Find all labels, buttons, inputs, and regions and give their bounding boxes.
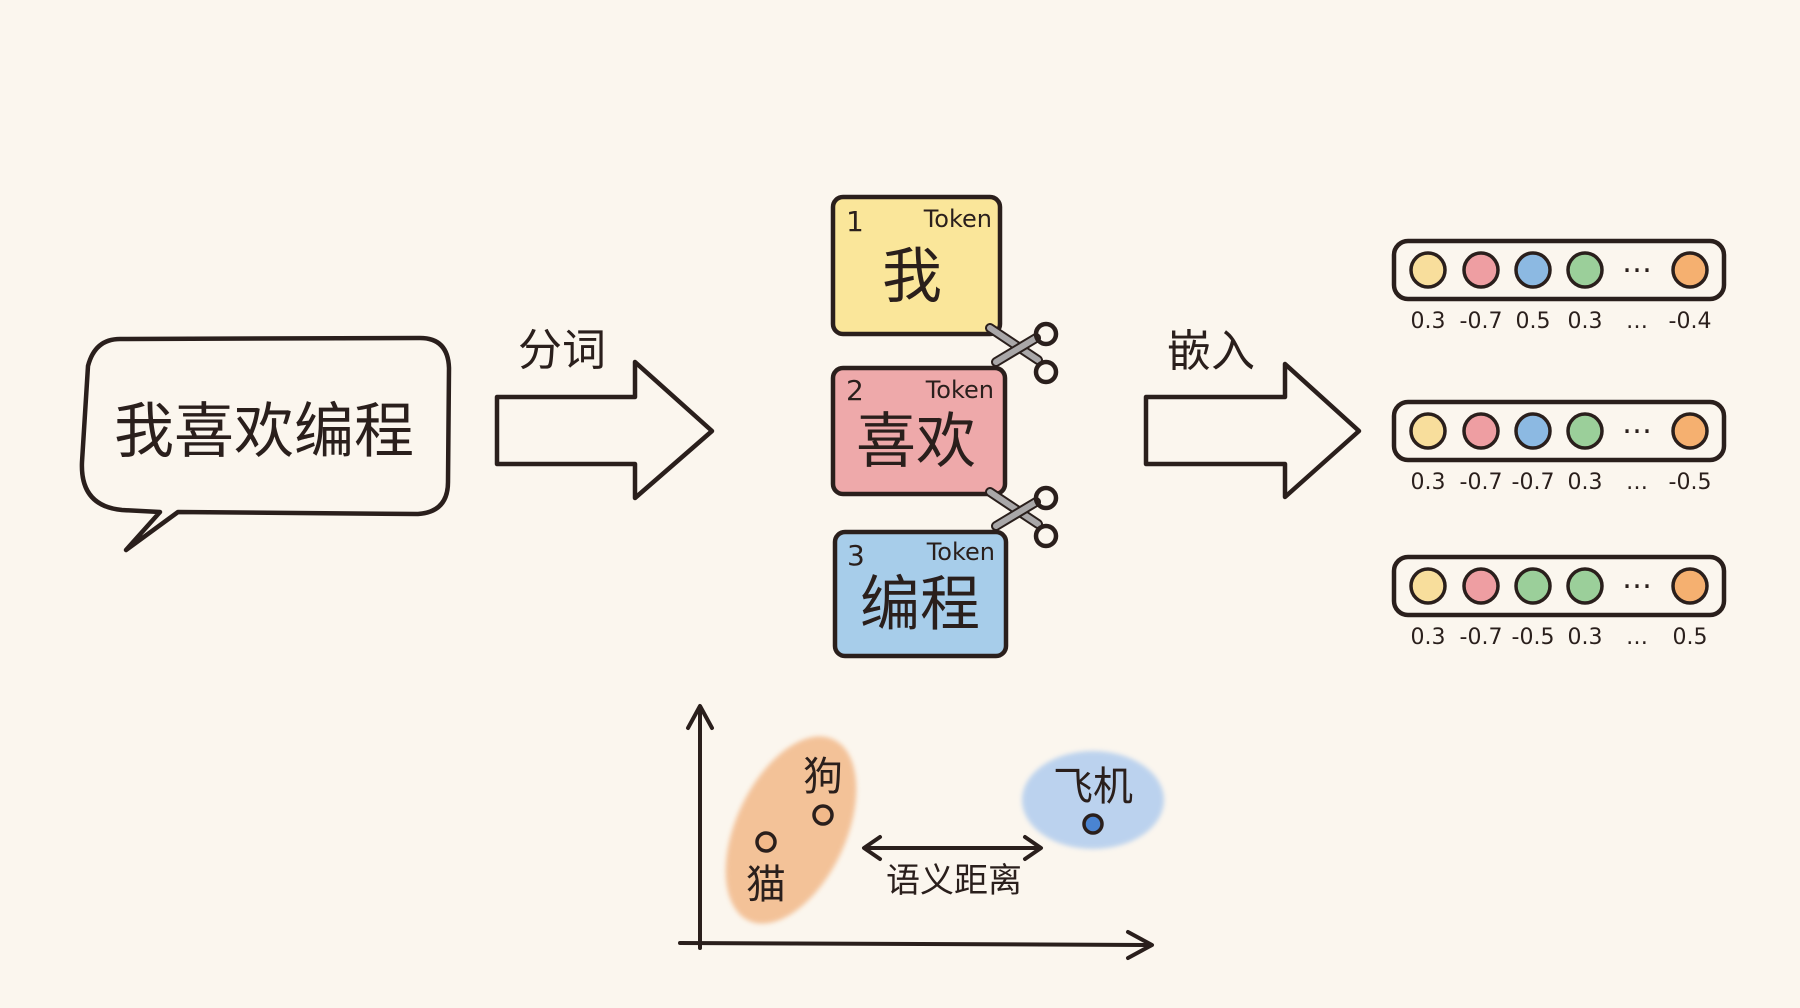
vector-component-dot <box>1671 412 1709 450</box>
vector-value: 0.3 <box>1411 309 1446 334</box>
vector-value: 0.5 <box>1516 309 1551 334</box>
embedding-vector-2: … 0.3 -0.7 -0.7 0.3 -0.5 … <box>1391 399 1727 495</box>
semantic-distance-label: 语义距离 <box>886 861 1022 901</box>
tokenize-label: 分词 <box>518 325 606 376</box>
vector-value: -0.7 <box>1460 470 1503 495</box>
token-card-2: 2 Token 喜欢 <box>830 365 1008 497</box>
embed-label: 嵌入 <box>1167 326 1255 377</box>
input-sentence: 我喜欢编程 <box>114 397 414 467</box>
token-index-1: 1 <box>846 205 864 238</box>
vector-value: 0.3 <box>1568 309 1603 334</box>
token-card-3: 3 Token 编程 <box>832 529 1009 659</box>
vector-component-dot <box>1409 412 1447 450</box>
vector-component-dot <box>1514 567 1552 605</box>
vector-value: 0.3 <box>1411 625 1446 650</box>
token-text-3: 编程 <box>860 570 980 640</box>
scissors-icon <box>985 321 1059 385</box>
tokenize-arrow: 分词 <box>494 325 715 501</box>
scissors-icon <box>985 485 1059 549</box>
word-point-airplane <box>1082 813 1104 835</box>
vector-value-ellipsis: … <box>1626 470 1648 495</box>
vector-component-dot <box>1409 567 1447 605</box>
cluster-word-airplane: 飞机 <box>1053 764 1133 810</box>
embedding-vector-3: … 0.3 -0.7 -0.5 0.3 0.5 … <box>1391 554 1727 650</box>
vector-ellipsis: … <box>1622 561 1652 596</box>
semantic-space-plot: 狗 猫 飞机 语义距离 <box>678 704 1164 960</box>
vector-component-dot <box>1462 567 1500 605</box>
vector-component-dot <box>1409 251 1447 289</box>
cluster-word-cat: 猫 <box>746 862 786 908</box>
vector-ellipsis: … <box>1622 406 1652 441</box>
token-card-1: 1 Token 我 <box>830 194 1003 337</box>
vector-value: -0.7 <box>1460 625 1503 650</box>
vector-value-ellipsis: … <box>1626 309 1648 334</box>
vector-component-dot <box>1566 412 1604 450</box>
vector-value: -0.5 <box>1512 625 1555 650</box>
vector-ellipsis: … <box>1622 245 1652 280</box>
vector-component-dot <box>1671 567 1709 605</box>
vector-component-dot <box>1671 251 1709 289</box>
cluster-animals: 狗 猫 <box>725 736 857 924</box>
word-point-cat <box>755 831 777 853</box>
vector-value: -0.4 <box>1669 309 1712 334</box>
cluster-vehicle: 飞机 <box>1022 751 1164 849</box>
vector-value: 0.3 <box>1568 625 1603 650</box>
vector-value: 0.3 <box>1568 470 1603 495</box>
embedding-vector-1: … 0.3 -0.7 0.5 0.3 -0.4 … <box>1391 238 1727 334</box>
token-index-2: 2 <box>846 374 864 407</box>
token-tag-1: Token <box>923 205 992 233</box>
vector-component-dot <box>1462 251 1500 289</box>
embed-arrow: 嵌入 <box>1143 326 1362 500</box>
input-speech-bubble: 我喜欢编程 <box>79 335 452 553</box>
token-text-1: 我 <box>882 242 942 312</box>
semantic-distance-arrow: 语义距离 <box>862 835 1043 901</box>
vector-value: 0.3 <box>1411 470 1446 495</box>
vector-value: -0.7 <box>1512 470 1555 495</box>
vector-component-dot <box>1514 251 1552 289</box>
word-point-dog <box>812 804 834 826</box>
vector-component-dot <box>1566 251 1604 289</box>
token-tag-3: Token <box>926 538 995 566</box>
token-text-2: 喜欢 <box>856 407 976 477</box>
token-tag-2: Token <box>925 376 994 404</box>
vector-value: -0.5 <box>1669 470 1712 495</box>
vector-value: 0.5 <box>1673 625 1708 650</box>
cluster-word-dog: 狗 <box>803 754 843 800</box>
vector-component-dot <box>1462 412 1500 450</box>
token-index-3: 3 <box>847 539 865 572</box>
vector-value: -0.7 <box>1460 309 1503 334</box>
vector-component-dot <box>1514 412 1552 450</box>
vector-component-dot <box>1566 567 1604 605</box>
vector-value-ellipsis: … <box>1626 625 1648 650</box>
